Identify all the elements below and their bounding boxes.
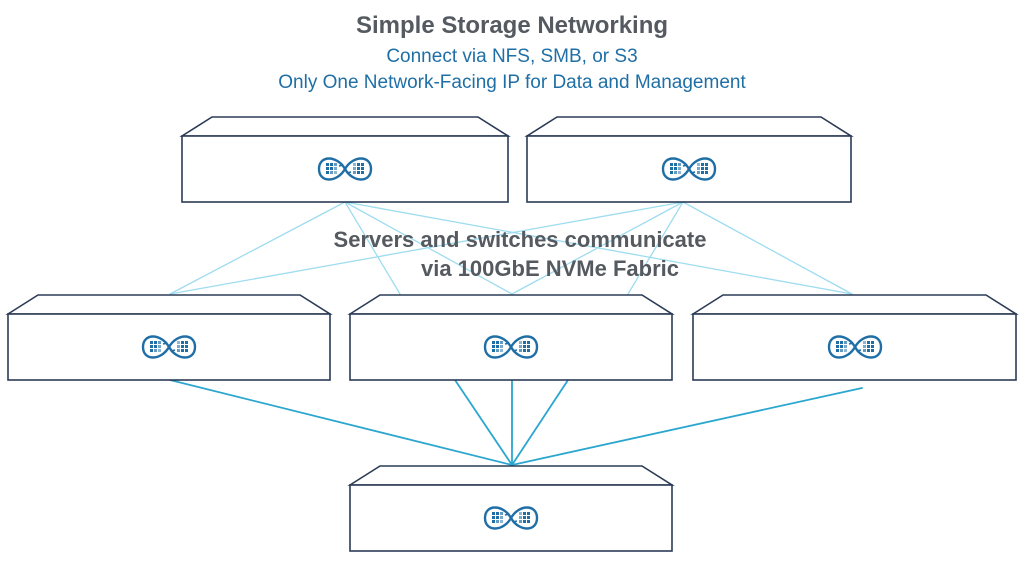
subtitle-ip: Only One Network-Facing IP for Data and …	[278, 72, 746, 93]
page-title: Simple Storage Networking	[355, 12, 669, 39]
link-server-right-bottom	[511, 387, 863, 466]
link-switch-right-server-left	[169, 201, 684, 295]
server-left	[5, 294, 333, 381]
link-server-center-bottom-a	[454, 379, 513, 466]
fabric-connections	[169, 201, 863, 466]
subtitle-protocols: Connect via NFS, SMB, or S3	[386, 46, 638, 67]
link-server-left-bottom	[169, 379, 513, 466]
fabric-label-line-1: Servers and switches communicate	[333, 227, 707, 252]
switch-left	[179, 116, 511, 203]
server-center	[347, 294, 675, 381]
link-server-center-bottom-c	[511, 379, 569, 466]
link-switch-right-server-center-a	[511, 201, 684, 295]
fabric-label-line-2: via 100GbE NVMe Fabric	[421, 256, 679, 281]
server-bottom	[347, 465, 675, 552]
link-switch-left-server-center-a	[344, 201, 401, 295]
link-switch-right-server-center-b	[627, 201, 684, 295]
link-switch-right-server-right	[682, 201, 853, 295]
switch-right	[524, 116, 854, 203]
server-right	[690, 294, 1019, 381]
link-switch-left-server-left	[169, 201, 346, 295]
